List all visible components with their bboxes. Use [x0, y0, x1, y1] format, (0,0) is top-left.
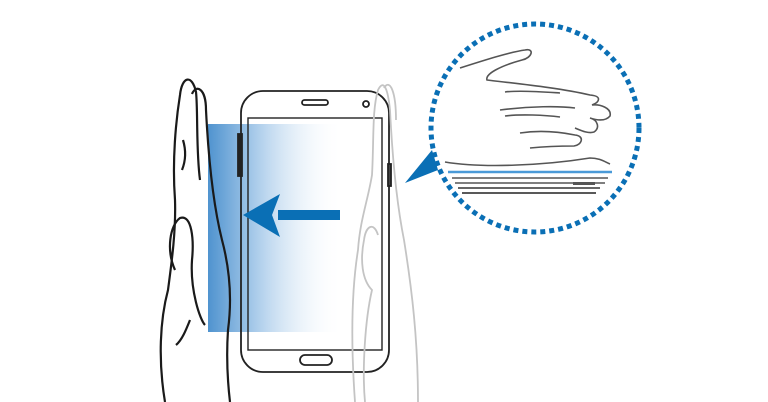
- left-arrow-icon: [243, 194, 340, 237]
- side-hand-icon: [444, 48, 611, 167]
- phone-icon: [237, 90, 392, 373]
- side-phone-icon: [448, 170, 612, 194]
- dotted-magnifier-circle: [428, 21, 642, 235]
- ghost-hand-icon: [351, 83, 419, 402]
- callout-pointer: [405, 150, 438, 183]
- hand-icon: [159, 78, 232, 402]
